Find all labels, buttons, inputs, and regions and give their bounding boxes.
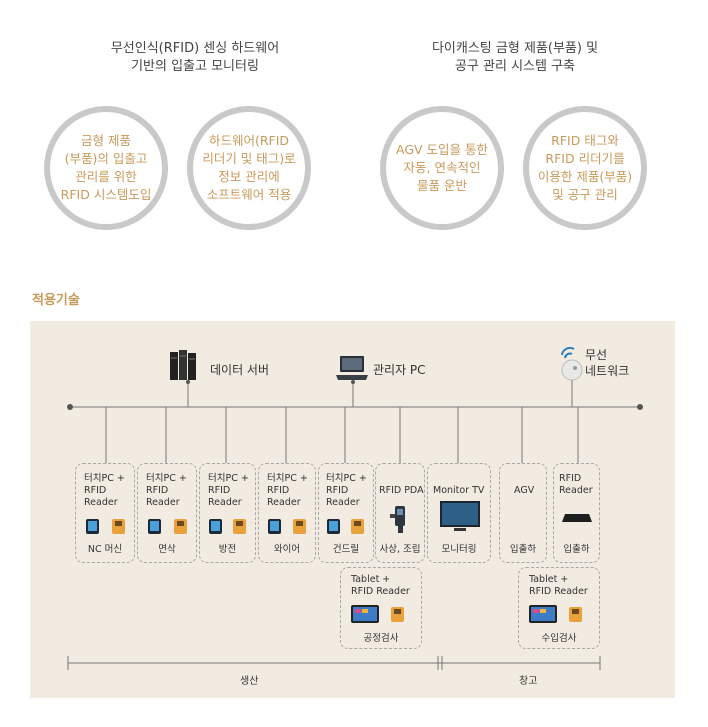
station-caption: 입출하 xyxy=(563,544,590,555)
monitor-tv-icon xyxy=(440,501,480,531)
station-caption: 사상, 조립 xyxy=(379,544,421,555)
right-header-title: 다이캐스팅 금형 제품(부품) 및 공구 관리 시스템 구축 xyxy=(431,41,599,74)
tablet-box-receiving-inspection: Tablet + RFID Reader 수입검사 xyxy=(518,567,600,649)
wireless-icon xyxy=(561,346,583,381)
tablet-box-title: Tablet + RFID Reader xyxy=(529,574,588,597)
station-facing: 터치PC + RFID Reader 면삭 xyxy=(137,463,197,563)
laptop-icon xyxy=(336,356,368,380)
station-monitor-tv: Monitor TV 모니터링 xyxy=(427,463,491,563)
station-title: 터치PC + RFID Reader xyxy=(84,473,125,508)
circle-text: 금형 제품 (부품)의 입출고 관리를 위한 RFID 시스템도입 xyxy=(60,133,152,202)
bus-endpoint-left xyxy=(67,404,73,410)
station-caption: 모니터링 xyxy=(441,544,477,555)
data-server-label: 데이터 서버 xyxy=(210,363,270,377)
touch-pc-icon xyxy=(327,519,340,534)
production-label: 생산 xyxy=(240,676,259,687)
station-agv: AGV 입출하 xyxy=(499,463,547,563)
server-icon xyxy=(170,350,196,380)
station-caption: 면삭 xyxy=(158,544,176,555)
station-caption: NC 머신 xyxy=(87,544,123,555)
touch-pc-icon xyxy=(86,519,99,534)
station-title: 터치PC + RFID Reader xyxy=(146,473,187,508)
tablet-icon xyxy=(351,605,379,623)
station-caption: 와이어 xyxy=(273,544,301,555)
admin-pc-label: 관리자 PC xyxy=(373,363,426,377)
circle-text: RFID 태그와 RFID 리더기를 이용한 제품(부품) 및 공구 관리 xyxy=(537,133,633,202)
tablet-box-caption: 공정검사 xyxy=(363,633,399,644)
circle-agv: AGV 도입을 통한 자동, 연속적인 물품 운반 xyxy=(380,106,504,230)
station-caption: 입출하 xyxy=(509,544,537,555)
warehouse-label: 창고 xyxy=(519,676,538,687)
wireless-label: 무선 네트워크 xyxy=(585,348,630,378)
left-header-title: 무선인식(RFID) 센싱 하드웨어 기반의 입출고 모니터링 xyxy=(110,41,280,74)
circle-text: 하드웨어(RFID 리더기 및 태그)로 정보 관리에 소프트웨어 적용 xyxy=(202,133,296,202)
touch-pc-icon xyxy=(209,519,222,534)
circle-rfid-system: 금형 제품 (부품)의 입출고 관리를 위한 RFID 시스템도입 xyxy=(44,106,168,230)
pda-icon xyxy=(390,506,405,533)
rfid-reader-icon xyxy=(233,519,246,534)
tablet-box-caption: 수입검사 xyxy=(541,633,577,644)
tablet-box-title: Tablet + RFID Reader xyxy=(351,574,410,597)
touch-pc-icon xyxy=(148,519,161,534)
bus-endpoint-right xyxy=(637,404,643,410)
rfid-reader-icon xyxy=(351,519,364,534)
circle-text: AGV 도입을 통한 자동, 연속적인 물품 운반 xyxy=(395,142,488,193)
station-title: RFID PDA xyxy=(379,485,424,496)
station-title: 터치PC + RFID Reader xyxy=(267,473,308,508)
station-gun-drill: 터치PC + RFID Reader 건드릴 xyxy=(318,463,374,563)
station-title: RFID Reader xyxy=(559,473,593,496)
station-title: AGV xyxy=(514,485,535,496)
station-title: 터치PC + RFID Reader xyxy=(208,473,249,508)
rfid-reader-icon xyxy=(112,519,125,534)
tablet-box-process-inspection: Tablet + RFID Reader 공정검사 xyxy=(340,567,422,649)
station-edm: 터치PC + RFID Reader 방전 xyxy=(199,463,256,563)
station-rfid-pda: RFID PDA 사상, 조립 xyxy=(375,463,425,563)
circle-hardware-software: 하드웨어(RFID 리더기 및 태그)로 정보 관리에 소프트웨어 적용 xyxy=(187,106,311,230)
station-rfid-reader: RFID Reader 입출하 xyxy=(553,463,600,563)
tablet-icon xyxy=(529,605,557,623)
section-title: 적용기술 xyxy=(32,293,80,308)
touch-pc-icon xyxy=(268,519,281,534)
rfid-reader-icon xyxy=(293,519,306,534)
station-title: Monitor TV xyxy=(433,485,485,496)
station-nc-machine: 터치PC + RFID Reader NC 머신 xyxy=(75,463,135,563)
rfid-reader-device-icon xyxy=(562,514,592,522)
rfid-reader-icon xyxy=(174,519,187,534)
rfid-reader-icon xyxy=(391,607,404,622)
station-wire: 터치PC + RFID Reader 와이어 xyxy=(258,463,316,563)
station-caption: 방전 xyxy=(218,544,237,555)
station-caption: 건드릴 xyxy=(332,544,360,555)
rfid-reader-icon xyxy=(569,607,582,622)
station-title: 터치PC + RFID Reader xyxy=(326,473,367,508)
circle-rfid-tag: RFID 태그와 RFID 리더기를 이용한 제품(부품) 및 공구 관리 xyxy=(523,106,647,230)
